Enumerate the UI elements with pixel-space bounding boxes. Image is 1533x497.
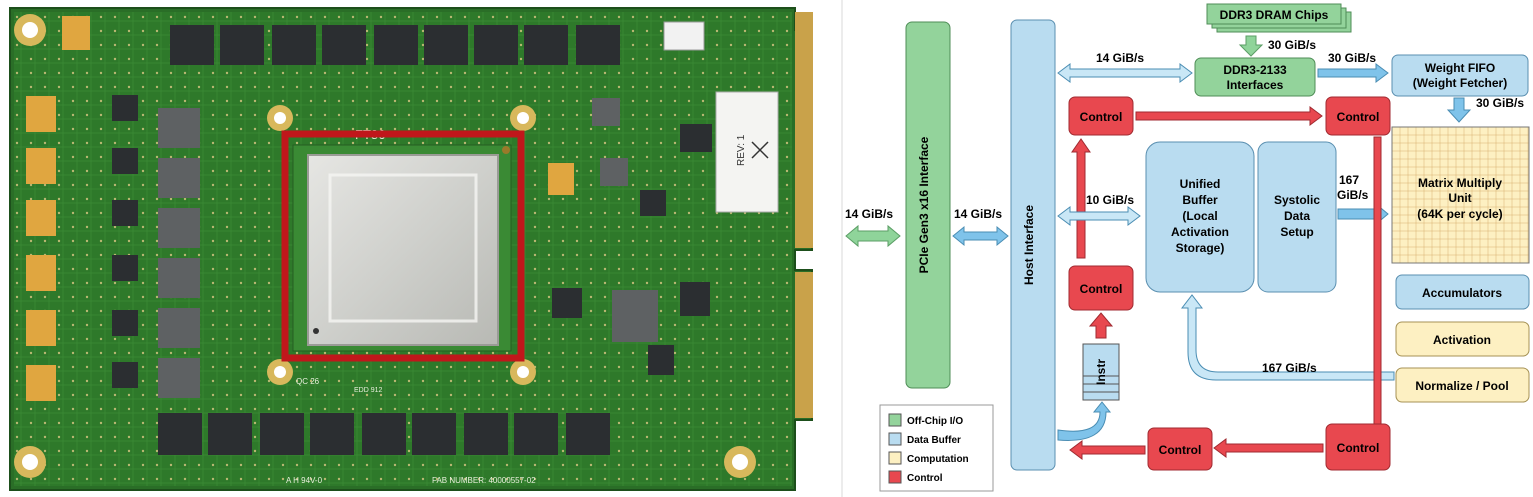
qc-marking: QC 26: [296, 377, 320, 386]
control-right-vertical: [1373, 136, 1382, 426]
bottom-dram-row: [158, 413, 610, 455]
control-label-bottom-right: Control: [1337, 441, 1380, 455]
mounting-holes: [14, 14, 756, 478]
activation-label: Activation: [1433, 333, 1491, 347]
activation-block: [1395, 321, 1530, 357]
legend: Off-Chip I/O Data BufferComputationContro…: [879, 404, 994, 492]
bw-fifo-mmu: 30 GiB/s: [1476, 96, 1524, 110]
voltage-regulators: [112, 95, 138, 388]
control-label-bottom-mid: Control: [1159, 443, 1202, 457]
accumulators-block: [1395, 274, 1530, 310]
mmu-line3: (64K per cycle): [1417, 207, 1502, 221]
unified-line4: Activation: [1171, 225, 1229, 239]
control-label-top-right: Control: [1337, 110, 1380, 124]
legend-label: Computation: [907, 454, 969, 465]
control-vertical-arrow-upper: [1071, 138, 1091, 259]
control-block-bottom-mid: [1147, 427, 1213, 471]
bw-systolic-mmu-1: 167: [1339, 173, 1359, 187]
legend-label: Control: [907, 473, 943, 484]
bw-host-ddr: 14 GiB/s: [1096, 51, 1144, 65]
weight-fifo-block: [1391, 54, 1529, 97]
edge-connector: [795, 12, 813, 418]
rev-text: REV: 1: [736, 134, 747, 166]
unified-line3: (Local: [1182, 209, 1217, 223]
edd-marking: EDD 912: [354, 387, 383, 394]
instr-label: Instr: [1094, 359, 1108, 385]
host-interface-block: [1010, 19, 1056, 471]
tpu-lid: [307, 154, 499, 346]
header-connector: [663, 21, 705, 51]
return-path-arrow: [1180, 294, 1395, 381]
control-block-bottom-right: [1325, 423, 1391, 471]
systolic-setup-block: [1257, 141, 1337, 293]
ddr3-chips-label: DDR3 DRAM Chips: [1220, 8, 1329, 22]
rev-label: [715, 91, 779, 213]
normalize-pool-block: [1395, 367, 1530, 403]
host-interface-label: Host Interface: [1022, 205, 1036, 285]
bw-return: 167 GiB/s: [1262, 361, 1317, 375]
control-block-top-left: [1068, 96, 1134, 136]
pcie-interface-label: PCIe Gen3 x16 Interface: [917, 136, 931, 273]
fab-number: FAB NUMBER: 40000557-02: [432, 476, 536, 485]
ddr-fifo-arrow: [1317, 63, 1389, 83]
unified-line5: Storage): [1176, 241, 1225, 255]
unified-buffer-block: [1145, 141, 1255, 293]
unified-line1: Unified: [1180, 177, 1221, 191]
control-bottom-arrow-2: [1069, 440, 1146, 460]
inductors: [158, 98, 658, 398]
normalize-label: Normalize / Pool: [1415, 379, 1508, 393]
label-cross: [751, 141, 769, 159]
instr-control-arrow: [1088, 312, 1114, 339]
matrix-multiply-unit: Matrix Multiply Unit (64K per cycle): [1391, 126, 1530, 264]
legend-label: Data Buffer: [907, 435, 961, 446]
control-label-mid-left: Control: [1080, 282, 1123, 296]
legend-swatch: [888, 470, 902, 484]
control-bottom-arrow-1: [1213, 438, 1324, 458]
pcie-host-arrow: [952, 225, 1009, 247]
weight-fifo-line1: Weight FIFO: [1425, 61, 1495, 75]
systolic-line2: Data: [1284, 209, 1310, 223]
host-instr-arrow: [1057, 401, 1112, 441]
host-unified-arrow: [1057, 206, 1141, 226]
control-block-mid-left: [1068, 265, 1134, 311]
legend-swatch: [888, 432, 902, 446]
instr-queue: Instr: [1082, 343, 1120, 401]
pcie-external-arrow: [845, 224, 901, 248]
ddr3-iface-line1: DDR3-2133: [1223, 63, 1287, 77]
mmu-line1: Matrix Multiply: [1418, 176, 1502, 190]
misc-ics: [552, 124, 712, 375]
systolic-line1: Systolic: [1274, 193, 1320, 207]
bw-ddr-chips: 30 GiB/s: [1268, 38, 1316, 52]
tpu-block-diagram: 14 GiB/s PCIe Gen3 x16 Interface 14 GiB/…: [841, 0, 1530, 497]
control-label-top-left: Control: [1080, 110, 1123, 124]
bw-pcie-host: 14 GiB/s: [954, 207, 1002, 221]
tantalum-capacitors: [26, 16, 574, 401]
ddr3-dram-chips: DDR3 DRAM Chips: [1206, 3, 1352, 33]
accumulators-label: Accumulators: [1422, 286, 1502, 300]
control-block-top-right: [1325, 96, 1391, 136]
pcie-interface-block: [905, 21, 951, 389]
bw-ddr-fifo: 30 GiB/s: [1328, 51, 1376, 65]
chips-ddr-arrow: [1238, 35, 1264, 57]
legend-swatch: [888, 413, 902, 427]
bw-pcie-in: 14 GiB/s: [845, 207, 893, 221]
bw-host-unified: 10 GiB/s: [1086, 193, 1134, 207]
host-ddr-arrow: [1057, 63, 1193, 83]
control-top-arrow: [1135, 106, 1323, 126]
tpu-board-photo: REV: 1 FT86 FAB NUMBER: 40000557-02 A H …: [9, 7, 813, 491]
bw-systolic-mmu-2: GiB/s: [1337, 188, 1369, 202]
systolic-line3: Setup: [1280, 225, 1313, 239]
ul-marking: A H 94V-0: [286, 476, 323, 485]
weight-fifo-line2: (Weight Fetcher): [1413, 76, 1507, 90]
fifo-mmu-arrow: [1446, 97, 1472, 123]
tpu-highlight-box: [281, 130, 525, 362]
unified-line2: Buffer: [1182, 193, 1218, 207]
legend-swatch: [888, 451, 902, 465]
top-dram-row: [170, 25, 620, 65]
ddr3-interfaces-block: [1194, 57, 1316, 97]
legend-label: Off-Chip I/O: [907, 416, 963, 427]
mmu-line2: Unit: [1448, 191, 1471, 205]
ddr3-iface-line2: Interfaces: [1227, 78, 1284, 92]
